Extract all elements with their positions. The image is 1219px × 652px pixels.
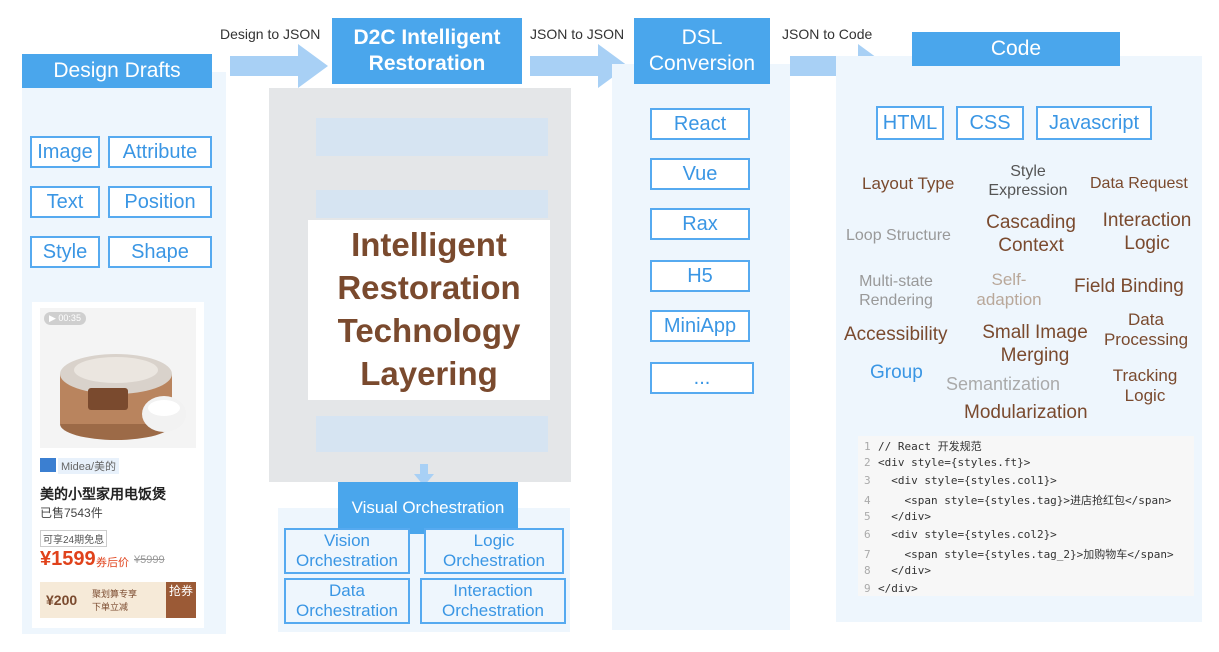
vision-orchestration-box: Vision Orchestration [284, 528, 410, 574]
lang-html: HTML [876, 106, 944, 140]
price-note: 券后价 [96, 557, 129, 569]
dsl-item-more: ... [650, 362, 754, 394]
tag-multi-state-rendering: Multi-state Rendering [859, 273, 933, 310]
dsl-item-miniapp: MiniApp [650, 310, 750, 342]
dsl-item-react: React [650, 108, 750, 140]
code-line: 8 </div> [864, 564, 931, 577]
dsl-item-rax: Rax [650, 208, 750, 240]
coupon-amount: ¥200 [46, 592, 78, 608]
logic-orchestration-box: Logic Orchestration [424, 528, 564, 574]
tag-self-adaption: Self-adaption [976, 270, 1042, 310]
draft-item-attribute: Attribute [108, 136, 212, 168]
code-line: 3 <div style={styles.col1}> [864, 474, 1057, 487]
brand-name: Midea/美的 [58, 458, 120, 474]
code-line: 9</div> [864, 582, 918, 595]
arrow-design-to-json [230, 44, 328, 88]
coupon-banner[interactable]: ¥200 聚划算专享 下单立减 抢券 [40, 582, 196, 618]
restoration-center-text: Intelligent Restoration Technology Layer… [337, 226, 521, 392]
code-line: 4 <span style={styles.tag}>进店抢红包</span> [864, 494, 1172, 507]
tag-layout-type: Layout Type [862, 174, 955, 193]
code-line: 2<div style={styles.ft}> [864, 456, 1031, 469]
arrow-down-to-visual [414, 464, 434, 486]
product-card: ▶ 00:35 Midea/美的 美的小型家用电饭煲 已售7543件 可享24期… [32, 302, 204, 628]
coupon-text-2: 下单立减 [92, 602, 129, 612]
d2c-title: D2C Intelligent Restoration [332, 18, 522, 84]
tag-loop-structure: Loop Structure [846, 227, 951, 244]
tag-modularization: Modularization [964, 402, 1088, 423]
product-name: 美的小型家用电饭煲 [40, 486, 166, 502]
draft-item-image: Image [30, 136, 100, 168]
coupon-text-1: 聚划算专享 [92, 589, 138, 599]
product-image: ▶ 00:35 [40, 308, 196, 448]
brand-logo [40, 458, 56, 472]
code-title: Code [912, 32, 1120, 66]
blurred-layer-2 [316, 190, 548, 218]
arrow-label-json-to-code: JSON to Code [782, 26, 873, 42]
tag-cascading-context: Cascading Context [986, 212, 1076, 256]
video-badge: ▶ 00:35 [44, 312, 86, 325]
product-sold: 已售7543件 [40, 506, 103, 520]
dsl-item-vue: Vue [650, 158, 750, 190]
rice-cooker-icon [60, 354, 186, 440]
tag-data-processing: Data Processing [1103, 310, 1189, 350]
lang-css: CSS [956, 106, 1024, 140]
tag-small-image-merging: Small Image Merging [982, 322, 1088, 366]
code-line: 6 <div style={styles.col2}> [864, 528, 1057, 541]
design-drafts-title: Design Drafts [22, 54, 212, 88]
blurred-layer-3 [316, 416, 548, 452]
arrow-label-design-to-json: Design to JSON [220, 26, 321, 42]
tag-interaction-logic: Interaction Logic [1102, 210, 1192, 254]
code-line: 7 <span style={styles.tag_2}>加购物车</span> [864, 548, 1174, 561]
tag-data-request: Data Request [1090, 175, 1188, 192]
tag-semantization: Semantization [946, 374, 1061, 394]
blurred-layer-1 [316, 118, 548, 156]
tag-field-binding: Field Binding [1074, 276, 1184, 297]
dsl-conversion-title: DSL Conversion [634, 18, 770, 84]
data-orchestration-box: Data Orchestration [284, 578, 410, 624]
lang-javascript: Javascript [1036, 106, 1152, 140]
old-price: ¥5999 [134, 554, 165, 566]
tag-tracking-logic: Tracking Logic [1112, 366, 1178, 406]
product-price: ¥1599 [40, 548, 96, 570]
tag-group: Group [870, 362, 923, 383]
code-line: 1// React 开发规范 [864, 440, 982, 453]
restoration-center-box: Intelligent Restoration Technology Layer… [308, 220, 550, 400]
tag-accessibility: Accessibility [844, 324, 948, 345]
installment-tag: 可享24期免息 [40, 530, 108, 547]
grab-coupon-button[interactable]: 抢券 [166, 582, 196, 618]
draft-item-text: Text [30, 186, 100, 218]
arrow-label-json-to-json: JSON to JSON [530, 26, 625, 42]
code-line: 5 </div> [864, 510, 931, 523]
dsl-conversion-panel [612, 64, 790, 630]
draft-item-style: Style [30, 236, 100, 268]
arrow-json-to-json [530, 44, 628, 88]
tag-style-expression: Style Expression [988, 163, 1068, 200]
code-snippet: 1// React 开发规范 2<div style={styles.ft}> … [858, 436, 1194, 596]
visual-orchestration-title: Visual Orchestration [338, 482, 518, 534]
interaction-orchestration-box: Interaction Orchestration [420, 578, 566, 624]
dsl-item-h5: H5 [650, 260, 750, 292]
draft-item-position: Position [108, 186, 212, 218]
draft-item-shape: Shape [108, 236, 212, 268]
